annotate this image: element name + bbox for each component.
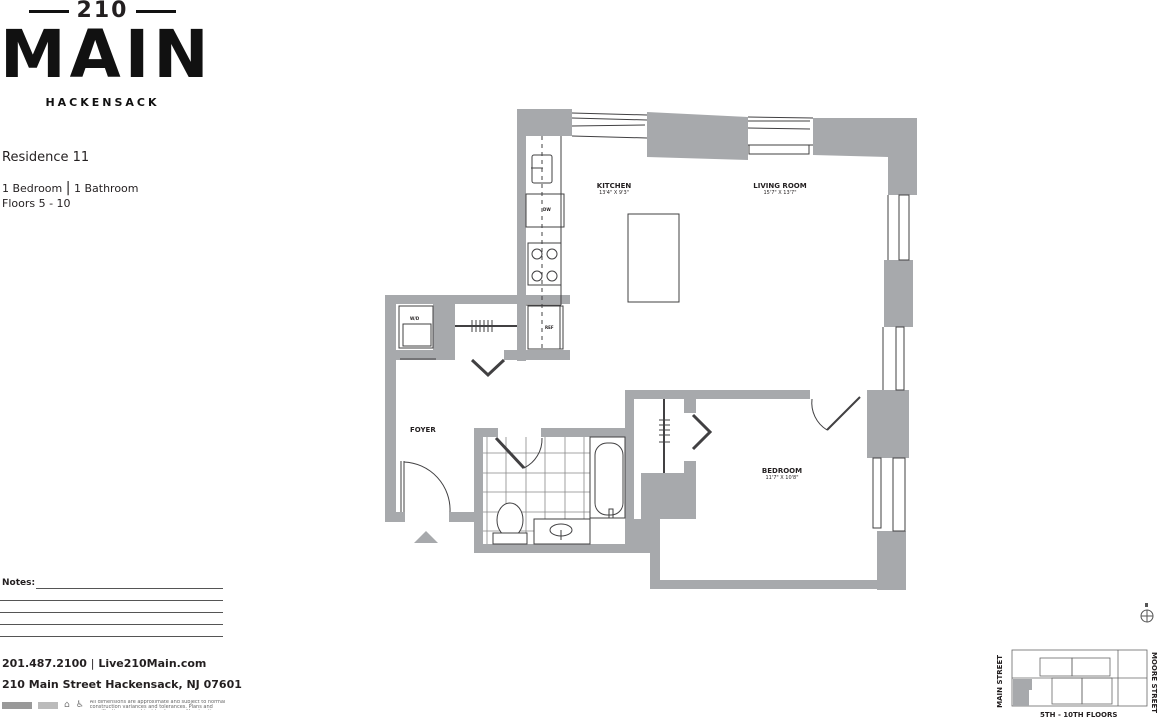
residence-floors: Floors 5 - 10 <box>2 197 71 210</box>
room-living-room: LIVING ROOM 15'7" X 13'7" <box>740 182 820 196</box>
developer-logo-icon <box>2 701 32 709</box>
equal-housing-icon: ⌂ <box>64 700 70 710</box>
entry-arrow-icon <box>414 531 438 543</box>
room-name: BEDROOM <box>761 467 803 475</box>
accessibility-icon: ♿ <box>75 700 84 710</box>
note-line[interactable] <box>0 612 223 613</box>
dishwasher-label: DW <box>543 207 551 212</box>
washer-dryer-label: W/D <box>410 316 420 321</box>
notes-label: Notes: <box>2 578 36 588</box>
room-bedroom: BEDROOM 11'7" X 10'8" <box>752 467 812 481</box>
logo-dash-right <box>136 9 177 13</box>
bathroom-count: 1 Bathroom <box>73 182 139 195</box>
residence-rooms: 1 Bedroom | 1 Bathroom <box>2 180 139 196</box>
room-name: LIVING ROOM <box>753 182 807 190</box>
realtor-logo-icon <box>38 701 58 709</box>
logo-dash-left <box>28 9 69 13</box>
walls <box>385 109 917 590</box>
room-dimensions: 13'4" X 9'3" <box>599 190 629 196</box>
street-moore: MOORE STREET <box>1150 652 1158 714</box>
note-line[interactable] <box>0 600 223 601</box>
brand-location: HACKENSACK <box>45 96 160 109</box>
note-line[interactable] <box>36 588 223 589</box>
rooms-separator: | <box>65 180 71 196</box>
note-line[interactable] <box>0 624 223 625</box>
residence-title: Residence 11 <box>2 150 90 165</box>
brand-number-text: 210 <box>76 0 129 23</box>
room-dimensions: 11'7" X 10'8" <box>765 475 799 481</box>
wall-lines <box>398 112 910 545</box>
keyplan-highlight-unit <box>1013 679 1032 706</box>
contact-line: 201.487.2100 | Live210Main.com <box>2 657 206 670</box>
room-dimensions: 15'7" X 13'7" <box>763 190 797 196</box>
keyplan-floors-label: 5TH - 10TH FLOORS <box>1040 711 1118 719</box>
brand-name: MAIN <box>0 16 213 93</box>
address: 210 Main Street Hackensack, NJ 07601 <box>2 678 242 691</box>
contact-separator: | <box>90 657 95 670</box>
phone-number[interactable]: 201.487.2100 <box>2 657 87 670</box>
street-main: MAIN STREET <box>996 655 1004 708</box>
disclaimer-text: All dimensions are approximate and subje… <box>89 700 226 710</box>
bedroom-count: 1 Bedroom <box>2 182 63 195</box>
brand-number: 210 <box>0 0 205 22</box>
north-arrow-icon <box>1140 603 1154 623</box>
website-link[interactable]: Live210Main.com <box>98 657 207 670</box>
room-kitchen: KITCHEN 13'4" X 9'3" <box>585 182 643 196</box>
note-line[interactable] <box>0 636 223 637</box>
legal-row: ⌂ ♿ All dimensions are approximate and s… <box>2 700 240 710</box>
room-foyer: FOYER <box>410 426 436 434</box>
room-name: KITCHEN <box>596 182 632 190</box>
refrigerator-label: REF <box>545 325 554 330</box>
keyplan <box>1011 649 1148 707</box>
